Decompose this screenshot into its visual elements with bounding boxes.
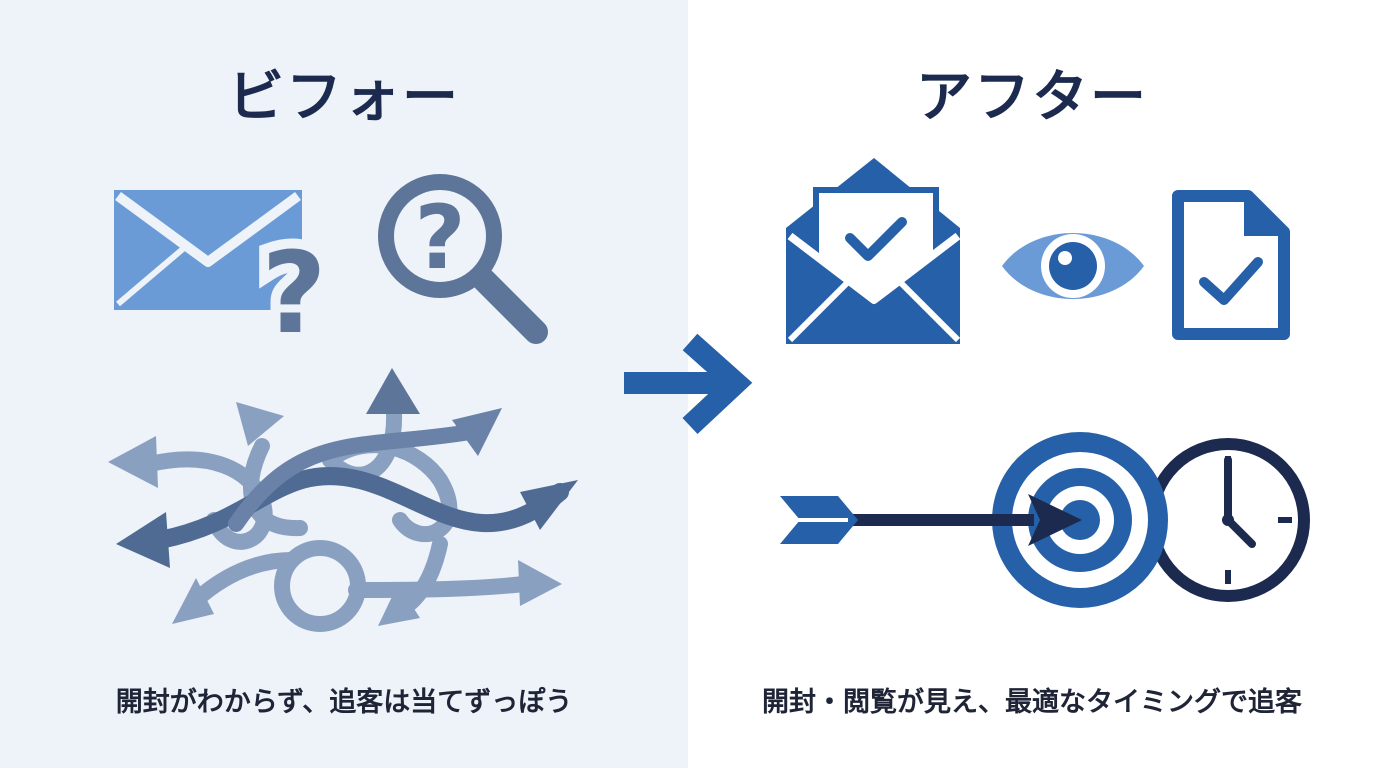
target-arrow-icon [780,432,1168,608]
after-title: アフター [916,65,1148,130]
mail-question-icon: ? ? [114,190,336,369]
eye-icon [1002,233,1144,299]
before-title: ビフォー [228,65,460,130]
before-illustration: ? ? ? [108,174,578,632]
after-illustration [780,158,1310,608]
before-panel: ビフォー ? ? ? [0,0,688,768]
document-check-icon [1172,190,1290,340]
open-mail-check-icon [786,158,961,344]
right-arrow-icon [624,333,753,435]
svg-text:?: ? [414,186,465,289]
svg-text:?: ? [262,229,327,359]
after-caption: 開封・閲覧が見え、最適なタイミングで追客 [762,687,1302,718]
tangled-arrows-icon [108,368,578,632]
before-caption: 開封がわからず、追客は当てずっぽう [115,687,573,718]
magnifier-question-icon: ? [378,174,548,344]
after-panel: アフター [688,0,1376,768]
clock-icon [1146,438,1310,602]
svg-text:?: ? [262,229,327,359]
